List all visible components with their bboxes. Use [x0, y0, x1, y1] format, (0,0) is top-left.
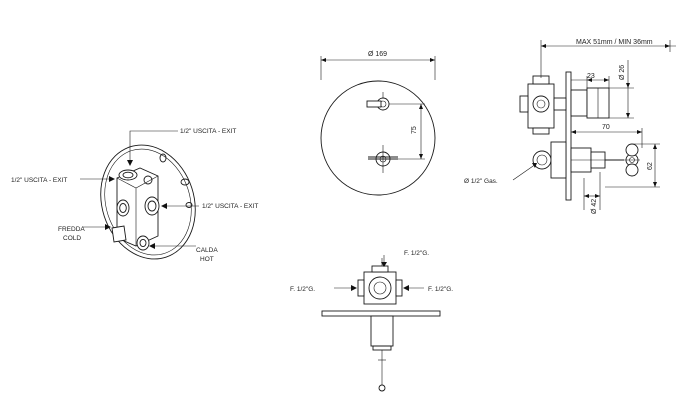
- label-exit-left: 1/2" USCITA - EXIT: [11, 177, 67, 184]
- front-plate: [320, 80, 436, 196]
- dim-23: 23: [587, 73, 595, 80]
- iso-hot-inlet: [136, 235, 150, 251]
- label-f-right: F. 1/2"G.: [428, 286, 453, 293]
- side-valve-body: [527, 83, 555, 129]
- dim-62: 62: [647, 162, 654, 170]
- front-upper-handle: [366, 92, 390, 111]
- label-f-left: F. 1/2"G.: [290, 286, 315, 293]
- isometric-view: 1/2" USCITA - EXIT 1/2" USCITA - EXIT 1/…: [11, 128, 258, 263]
- label-cold-en: COLD: [63, 235, 81, 242]
- side-view: MAX 51mm / MIN 36mm 23 Ø 26 70 62: [464, 39, 676, 214]
- label-exit-top: 1/2" USCITA - EXIT: [180, 128, 236, 135]
- label-gas: Ø 1/2" Gas.: [464, 178, 498, 185]
- iso-cold-inlet: [111, 225, 127, 243]
- dim-26: Ø 26: [619, 65, 626, 80]
- label-cold-it: FREDDA: [58, 226, 85, 233]
- front-view: Ø 169 75: [320, 51, 436, 196]
- iso-right-exit: [144, 196, 160, 216]
- top-view: F. 1/2"G. F. 1/2"G. F. 1/2"G.: [290, 250, 453, 392]
- top-wall-plate: [321, 310, 441, 317]
- dim-42: Ø 42: [591, 199, 598, 214]
- label-hot-it: CALDA: [196, 247, 218, 254]
- label-exit-right: 1/2" USCITA - EXIT: [202, 203, 258, 210]
- label-f-top: F. 1/2"G.: [404, 250, 429, 257]
- dim-max-min: MAX 51mm / MIN 36mm: [576, 39, 653, 46]
- dim-70: 70: [602, 124, 610, 131]
- dim-front-spacing: 75: [411, 126, 418, 134]
- front-lower-handle: [368, 145, 398, 173]
- label-hot-en: HOT: [200, 256, 214, 263]
- iso-top-exit: [118, 169, 138, 181]
- side-wall-plate: [565, 71, 572, 201]
- dim-front-diameter: Ø 169: [368, 51, 387, 58]
